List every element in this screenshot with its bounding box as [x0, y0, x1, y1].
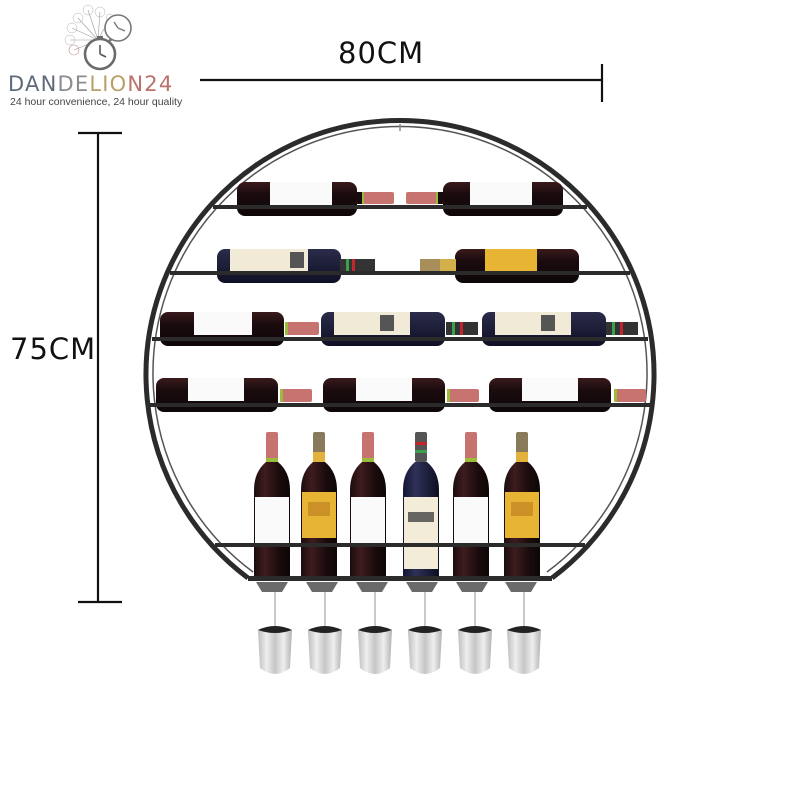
upright-bottles — [215, 432, 585, 581]
upright-bottle-2 — [301, 432, 337, 578]
brand-logo: DANDELION24 24 hour convenience, 24 hour… — [0, 0, 200, 110]
width-dimension-label: 80CM — [338, 36, 425, 70]
brand-wordmark: DANDELION24 — [8, 72, 173, 96]
brand-part-2: DE — [57, 72, 90, 96]
glass-4 — [406, 582, 442, 674]
bottle-row-2 — [170, 249, 630, 283]
bottle-row-3 — [152, 312, 648, 346]
hanging-glasses — [256, 582, 541, 674]
brand-part-1: DAN — [8, 72, 58, 96]
glass-2 — [306, 582, 342, 674]
rack-frame — [143, 118, 657, 580]
glass-5 — [456, 582, 492, 674]
glass-3 — [356, 582, 392, 674]
glass-6 — [505, 582, 541, 674]
brand-part-3: LIO — [89, 72, 128, 96]
upright-bottle-1 — [254, 432, 290, 578]
height-dimension-line — [78, 131, 122, 604]
glass-1 — [256, 582, 292, 674]
width-dimension-line — [200, 64, 604, 102]
upright-bottle-3 — [350, 432, 386, 578]
bottle-row-1 — [213, 182, 587, 216]
upright-bottle-5 — [453, 432, 489, 578]
brand-part-4: N24 — [127, 72, 174, 96]
bottle-row-4 — [150, 378, 650, 412]
upright-bottle-4 — [403, 432, 439, 578]
height-dimension-label: 75CM — [10, 332, 97, 366]
brand-tagline: 24 hour convenience, 24 hour quality — [10, 96, 183, 108]
upright-bottle-6 — [504, 432, 540, 578]
dandelion-clock-icon — [64, 4, 132, 71]
